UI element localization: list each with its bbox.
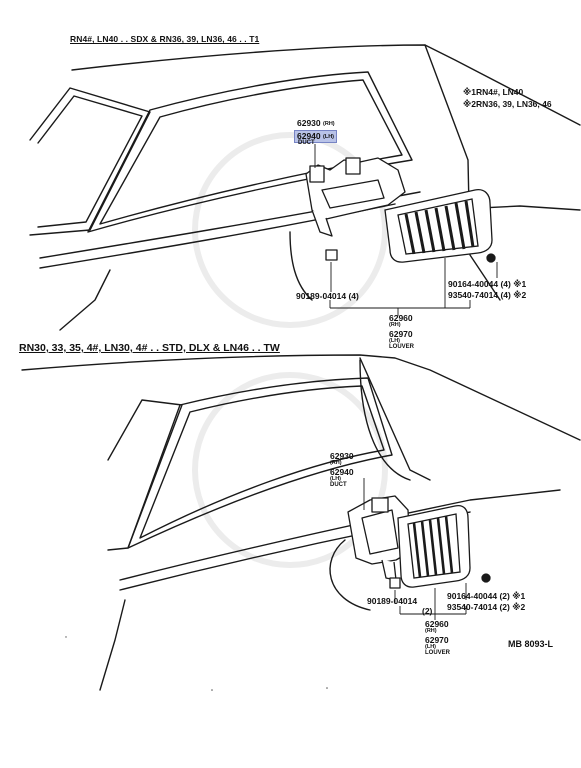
bottom-louver-lh: 62970 (LH) xyxy=(425,635,449,650)
bottom-screw-labels: 90164-40044 (2) ※1 93540-74014 (2) ※2 xyxy=(447,592,525,611)
bottom-louver-rh: 62960 (RH) xyxy=(425,619,449,634)
top-screw-part-2: 93540-74014 (4) ※2 xyxy=(448,289,527,300)
top-clip-label: 90189-04014 (4) xyxy=(296,291,359,301)
bottom-section-header: RN30, 33, 35, 4#, LN30, 4# . . STD, DLX … xyxy=(19,342,280,354)
watermark xyxy=(192,132,388,568)
top-section-header: RN4#, LN40 . . SDX & RN36, 39, LN36, 46 … xyxy=(70,34,260,44)
bottom-vehicle-outline xyxy=(21,354,581,691)
top-louver-lh: 62970 (LH) xyxy=(389,329,413,344)
bottom-leader-lines xyxy=(363,478,467,620)
bottom-screw-part-2: 93540-74014 (2) ※2 xyxy=(447,601,526,612)
duct-lh-tag: (LH) xyxy=(323,134,335,140)
note-2: ※2RN36, 39, LN36, 46 xyxy=(463,98,552,109)
bottom-duct-lh: 62940 (LH) xyxy=(330,467,354,482)
top-louver-rh: 62960 (RH) xyxy=(389,313,413,328)
bottom-screw-part: 90164-40044 (2) ※1 xyxy=(447,591,526,601)
bottom-duct-name: DUCT xyxy=(330,482,347,488)
bottom-louver xyxy=(397,504,491,588)
bottom-louver-name: LOUVER xyxy=(425,650,451,656)
bottom-clip-labels: 90189-04014 (2) xyxy=(367,597,432,615)
top-duct-name: DUCT xyxy=(298,140,315,146)
top-duct-lh-label-highlighted[interactable]: 62940 (LH) xyxy=(294,130,338,143)
bottom-duct-labels: 62930 (RH) 62940 (LH) DUCT xyxy=(330,452,354,488)
top-louver xyxy=(384,189,496,263)
bottom-louver-labels: 62960 (RH) 62970 (LH) LOUVER xyxy=(425,620,450,656)
top-screw-part: 90164-40044 (4) ※1 xyxy=(448,279,527,289)
bottom-duct xyxy=(347,495,411,589)
duct-lh-number: 62940 xyxy=(297,131,321,141)
top-duct xyxy=(305,157,406,261)
bottom-clip-part: 90189-04014 xyxy=(367,596,418,606)
top-leader-lines xyxy=(314,144,498,316)
top-notes: ※1RN4#, LN40 ※2RN36, 39, LN36, 46 xyxy=(463,88,552,108)
bottom-clip-qty: (2) xyxy=(422,605,433,616)
top-louver-name: LOUVER xyxy=(389,344,415,350)
duct-rh-number: 62930 xyxy=(297,118,321,128)
note-1: ※1RN4#, LN40 xyxy=(463,87,524,97)
specks xyxy=(65,636,328,691)
bottom-duct-rh: 62930 (RH) xyxy=(330,451,354,466)
top-vehicle-outline xyxy=(29,44,581,331)
top-louver-labels: 62960 (RH) 62970 (LH) LOUVER xyxy=(389,314,414,350)
top-screw-labels: 90164-40044 (4) ※1 93540-74014 (4) ※2 xyxy=(448,280,526,299)
top-duct-rh-label: 62930 (RH) xyxy=(297,119,335,128)
reference-code: MB 8093-L xyxy=(508,639,554,649)
duct-rh-tag: (RH) xyxy=(323,121,335,127)
